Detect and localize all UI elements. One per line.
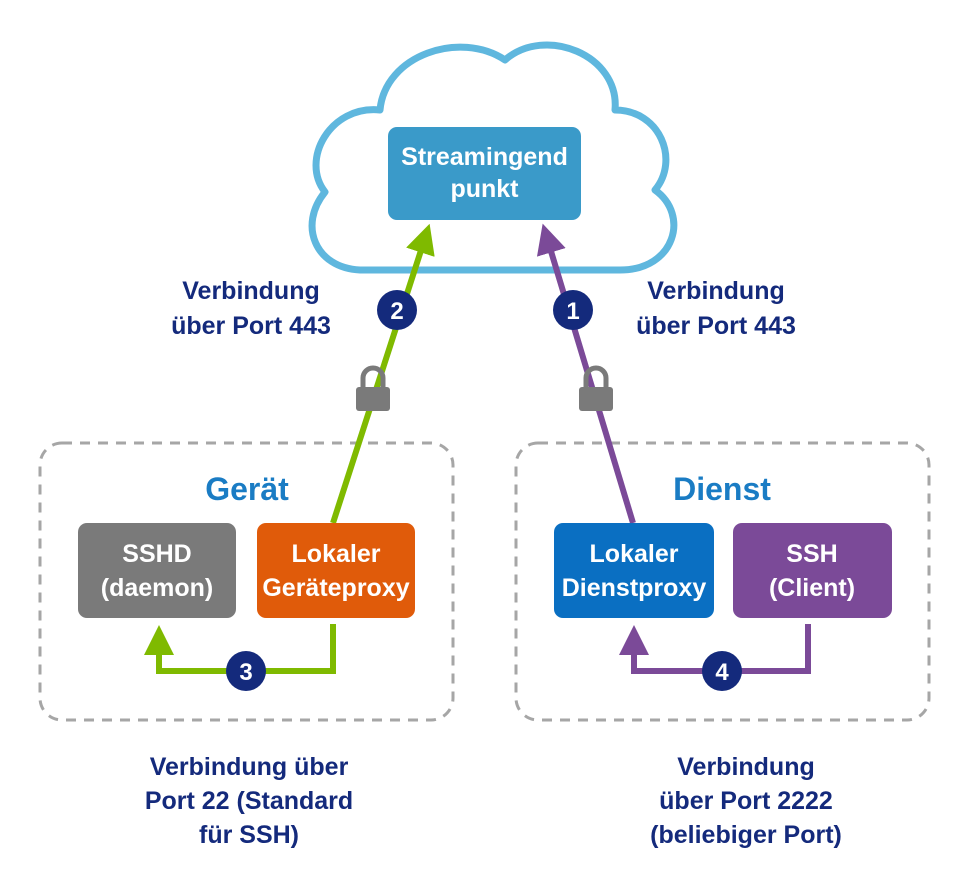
- ssh-client-label-line2: (Client): [769, 574, 855, 602]
- right-bottom-label-line1: Verbindung: [677, 753, 815, 781]
- step-1-number: 1: [566, 298, 579, 325]
- service-proxy-label-line1: Lokaler: [590, 540, 679, 568]
- endpoint-label-line1: Streamingend: [401, 143, 568, 171]
- step-badge-4: 4: [702, 651, 742, 691]
- purple-connection-line: [536, 223, 636, 524]
- service-proxy-label-line2: Dienstproxy: [562, 574, 707, 602]
- endpoint-label-line2: punkt: [450, 175, 519, 203]
- step-badge-3: 3: [226, 651, 266, 691]
- left-top-label-line2: über Port 443: [171, 312, 331, 340]
- device-proxy-label-line1: Lokaler: [292, 540, 381, 568]
- sshd-label-line2: (daemon): [101, 574, 214, 602]
- sshd-box: [78, 523, 236, 618]
- step-3-number: 3: [239, 659, 252, 686]
- device-proxy-box: [257, 523, 415, 618]
- right-top-label-line2: über Port 443: [636, 312, 796, 340]
- ssh-client-box: [733, 523, 892, 618]
- streaming-endpoint-box: [388, 127, 581, 220]
- green-connection-line: [330, 223, 435, 524]
- sshd-label-line1: SSHD: [122, 540, 191, 568]
- ssh-client-label-line1: SSH: [786, 540, 837, 568]
- left-bottom-label-line3: für SSH): [199, 821, 299, 849]
- device-group-title: Gerät: [205, 471, 289, 507]
- step-badge-1: 1: [553, 290, 593, 330]
- lock-icon: [579, 365, 613, 411]
- lock-icon: [356, 365, 390, 411]
- device-proxy-label-line2: Geräteproxy: [262, 574, 409, 602]
- right-top-label-line1: Verbindung: [647, 277, 785, 305]
- right-bottom-label-line3: (beliebiger Port): [650, 821, 842, 849]
- left-top-label-line1: Verbindung: [182, 277, 320, 305]
- left-bottom-label-line2: Port 22 (Standard: [145, 787, 353, 815]
- service-group-title: Dienst: [673, 471, 771, 507]
- left-bottom-label-line1: Verbindung über: [150, 753, 349, 781]
- step-4-number: 4: [715, 659, 729, 686]
- step-badge-2: 2: [377, 290, 417, 330]
- device-group-border: [38, 441, 455, 722]
- service-proxy-box: [554, 523, 714, 618]
- service-group-border: [514, 441, 931, 722]
- step-2-number: 2: [390, 298, 403, 325]
- right-bottom-label-line2: über Port 2222: [659, 787, 833, 815]
